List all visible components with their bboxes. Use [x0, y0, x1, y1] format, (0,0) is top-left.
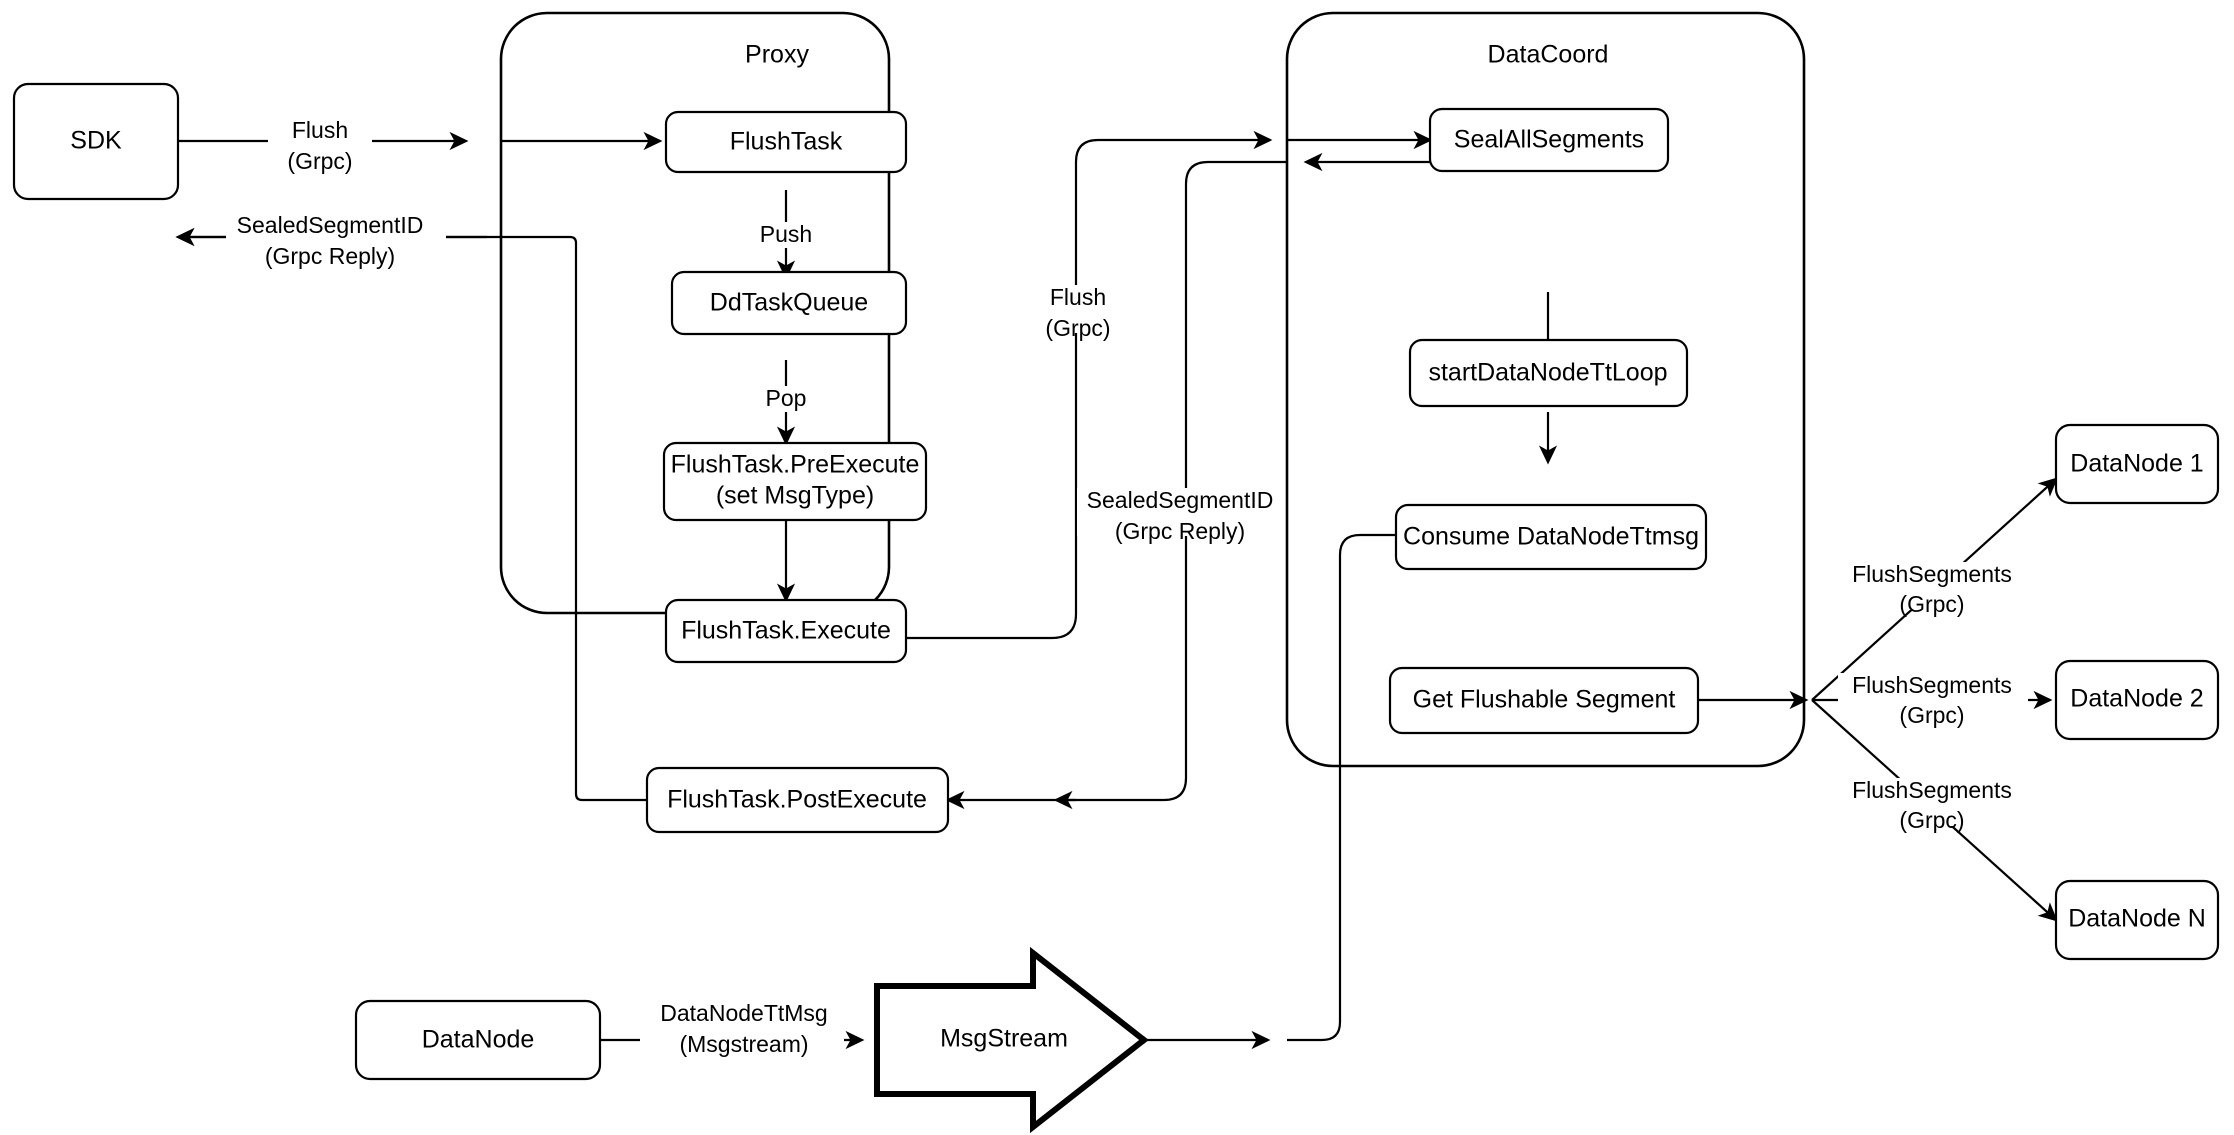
datanode-source-box[interactable]	[354, 999, 602, 1081]
edge-label-flushsegments2-line1: FlushSegments	[1852, 672, 2012, 698]
node-flushtask-preexecute[interactable]: FlushTask.PreExecute (set MsgType)	[662, 441, 928, 522]
edge-label-datanode-to-msgstream: DataNodeTtMsg (Msgstream)	[640, 1000, 844, 1057]
edge-execute-to-datacoord	[906, 130, 1273, 640]
preexecute-label-line1: FlushTask.PreExecute	[671, 451, 920, 479]
edge-label-sealedsegmentid2-line1: SealedSegmentID	[1087, 487, 1274, 513]
edge-label-datacoord-to-postexecute: SealedSegmentID (Grpc Reply)	[1077, 487, 1281, 544]
flushtask-label: FlushTask	[730, 128, 843, 156]
node-sealallsegments[interactable]: SealAllSegments	[1428, 107, 1670, 173]
edge-label-flushsegments1-line2: (Grpc)	[1899, 591, 1964, 617]
edge-label-datanodettmsg-line1: DataNodeTtMsg	[660, 1000, 827, 1026]
edge-label-flushsegmentsn-line1: FlushSegments	[1852, 777, 2012, 803]
proxy-container-title: Proxy	[745, 41, 809, 69]
preexecute-label-line2: (set MsgType)	[716, 482, 874, 510]
execute-label: FlushTask.Execute	[681, 617, 891, 645]
edge-label-flushsegmentsn-line2: (Grpc)	[1899, 807, 1964, 833]
edge-postexecute-to-sdk	[175, 227, 647, 802]
node-flushtask-postexecute[interactable]: FlushTask.PostExecute	[645, 766, 950, 834]
startdatanodettloop-box[interactable]	[1408, 338, 1689, 408]
preexecute-box[interactable]	[662, 441, 928, 522]
consume-datanodettmsg-box[interactable]	[1394, 503, 1708, 571]
ddtaskqueue-label: DdTaskQueue	[710, 289, 868, 317]
node-datanode-1[interactable]: DataNode 1	[2054, 423, 2220, 505]
datanode-source-label: DataNode	[422, 1026, 535, 1054]
edge-msgstream-to-consume	[1287, 525, 1421, 1042]
startdatanodettloop-label: startDataNodeTtLoop	[1428, 359, 1667, 387]
postexecute-box[interactable]	[645, 766, 950, 834]
sealallsegments-box[interactable]	[1428, 107, 1670, 173]
datacoord-container-title: DataCoord	[1488, 41, 1609, 69]
node-datanode-source[interactable]: DataNode	[354, 999, 602, 1081]
edge-label-datanodettmsg-line2: (Msgstream)	[679, 1031, 808, 1057]
datanode-1-box[interactable]	[2054, 423, 2220, 505]
datanode-2-label: DataNode 2	[2070, 685, 2203, 713]
datanode-2-box[interactable]	[2054, 659, 2220, 741]
edge-label-flush2-line1: Flush	[1050, 284, 1106, 310]
node-msgstream[interactable]: MsgStream	[874, 946, 1149, 1134]
node-get-flushable-segment[interactable]: Get Flushable Segment	[1388, 666, 1700, 735]
consume-datanodettmsg-label: Consume DataNodeTtmsg	[1403, 523, 1699, 551]
edge-label-flush-grpc-line2: (Grpc)	[287, 148, 352, 174]
node-startdatanodettloop[interactable]: startDataNodeTtLoop	[1408, 338, 1689, 408]
sealallsegments-label: SealAllSegments	[1454, 126, 1644, 154]
datanode-n-label: DataNode N	[2068, 905, 2206, 933]
get-flushable-segment-label: Get Flushable Segment	[1413, 686, 1676, 714]
edge-label-sealedsegmentid-line1: SealedSegmentID	[237, 212, 424, 238]
node-flushtask[interactable]: FlushTask	[664, 110, 908, 174]
edge-label-flushsegments-2: FlushSegments (Grpc)	[1838, 672, 2028, 728]
postexecute-label: FlushTask.PostExecute	[667, 786, 927, 814]
edge-label-pop: Pop	[752, 385, 820, 412]
edge-label-flushsegments1-line1: FlushSegments	[1852, 561, 2012, 587]
node-datanode-2[interactable]: DataNode 2	[2054, 659, 2220, 741]
edge-label-sdk-to-proxy: Flush (Grpc)	[268, 117, 372, 174]
edge-label-proxy-to-sdk: SealedSegmentID (Grpc Reply)	[226, 212, 446, 269]
edge-label-push: Push	[748, 221, 824, 248]
flushtask-box[interactable]	[664, 110, 908, 174]
datanode-n-box[interactable]	[2054, 879, 2220, 961]
edge-label-sealedsegmentid2-line2: (Grpc Reply)	[1115, 518, 1245, 544]
msgstream-label: MsgStream	[940, 1025, 1068, 1053]
ddtaskqueue-box[interactable]	[670, 270, 908, 336]
edge-label-execute-to-datacoord: Flush (Grpc)	[1030, 284, 1122, 341]
edge-label-flushsegments-n: FlushSegments (Grpc)	[1838, 777, 2028, 833]
node-sdk[interactable]: SDK	[12, 82, 180, 201]
sdk-label: SDK	[70, 127, 122, 155]
edge-label-push-text: Push	[760, 221, 812, 247]
edge-label-sealedsegmentid-line2: (Grpc Reply)	[265, 243, 395, 269]
node-consume-datanodettmsg[interactable]: Consume DataNodeTtmsg	[1394, 503, 1708, 571]
node-flushtask-execute[interactable]: FlushTask.Execute	[664, 598, 908, 664]
edge-label-flushsegments-1: FlushSegments (Grpc)	[1838, 561, 2028, 617]
msgstream-block-arrow[interactable]	[874, 946, 1149, 1134]
node-datanode-n[interactable]: DataNode N	[2054, 879, 2220, 961]
datanode-1-label: DataNode 1	[2070, 450, 2203, 478]
edge-datacoord-to-postexecute-outer	[1053, 160, 1287, 810]
sdk-box[interactable]	[12, 82, 180, 201]
node-ddtaskqueue[interactable]: DdTaskQueue	[670, 270, 908, 336]
edge-label-flush2-line2: (Grpc)	[1045, 315, 1110, 341]
edge-label-flush-grpc-line1: Flush	[292, 117, 348, 143]
get-flushable-segment-box[interactable]	[1388, 666, 1700, 735]
execute-box[interactable]	[664, 598, 908, 664]
edge-label-pop-text: Pop	[766, 385, 807, 411]
edge-label-flushsegments2-line2: (Grpc)	[1899, 702, 1964, 728]
